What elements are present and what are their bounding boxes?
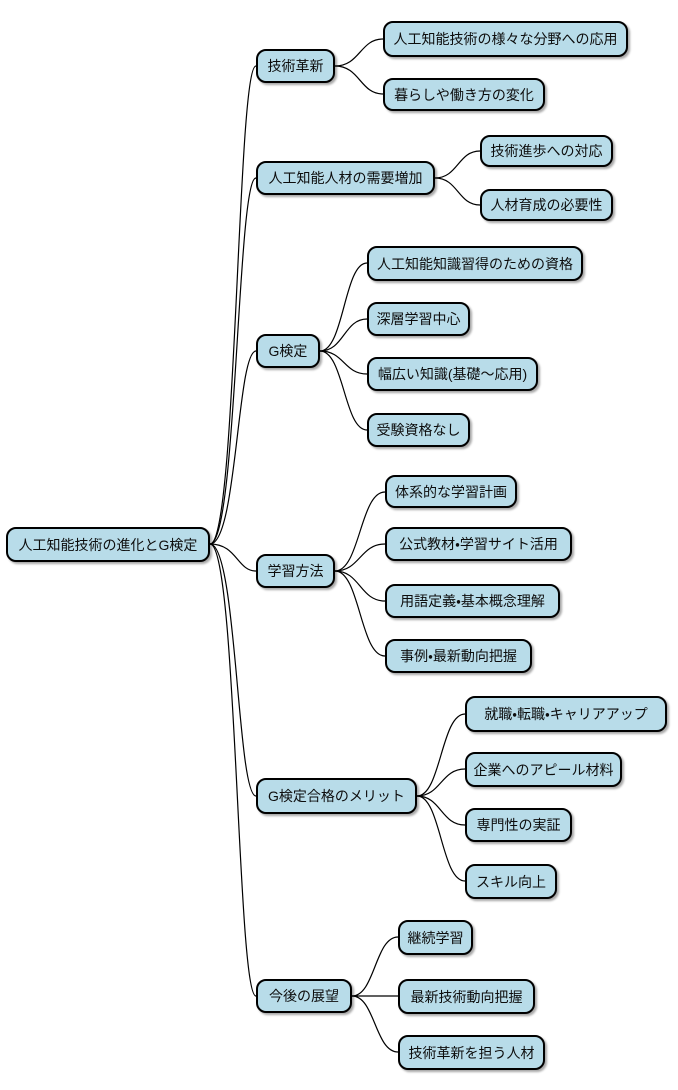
branch-ai-talent-demand[interactable]: 人工知能人材の需要増加 bbox=[256, 161, 435, 195]
branch-study-methods[interactable]: 学習方法 bbox=[256, 554, 335, 588]
connector-root-to-branch-future-outlook bbox=[209, 543, 257, 997]
connector-branch5-leaf3 bbox=[416, 795, 466, 826]
connector-root-to-branch-ai-talent-demand bbox=[209, 177, 257, 545]
connector-root-to-branch-study-methods bbox=[209, 543, 257, 572]
connector-branch4-leaf1 bbox=[334, 491, 386, 572]
connector-branch3-leaf3 bbox=[319, 350, 368, 375]
connector-root-to-branch-tech-innovation bbox=[209, 65, 257, 545]
leaf-career-advancement[interactable]: 就職・転職・キャリアアップ bbox=[465, 696, 667, 732]
leaf-lifestyle-work-changes[interactable]: 暮らしや働き方の変化 bbox=[383, 78, 545, 111]
leaf-ai-applications[interactable]: 人工知能技術の様々な分野への応用 bbox=[383, 21, 628, 57]
connector-branch5-leaf4 bbox=[416, 795, 466, 882]
leaf-skill-improvement[interactable]: スキル向上 bbox=[465, 864, 557, 899]
connector-branch6-leaf1 bbox=[351, 936, 399, 997]
connector-branch3-leaf4 bbox=[319, 350, 368, 431]
leaf-talent-development-need[interactable]: 人材育成の必要性 bbox=[480, 189, 613, 221]
branch-g-test-merits[interactable]: G検定合格のメリット bbox=[256, 778, 417, 814]
leaf-latest-tech-trends[interactable]: 最新技術動向把握 bbox=[398, 979, 535, 1014]
connector-branch5-leaf1 bbox=[416, 713, 466, 797]
connector-root-to-branch-g-test-merits bbox=[209, 543, 257, 797]
connector-branch1-leaf1 bbox=[334, 38, 384, 67]
leaf-systematic-study-plan[interactable]: 体系的な学習計画 bbox=[385, 475, 517, 508]
branch-g-test[interactable]: G検定 bbox=[256, 334, 320, 368]
connector-branch4-leaf3 bbox=[334, 570, 386, 602]
leaf-broad-knowledge[interactable]: 幅広い知識(基礎〜応用) bbox=[367, 357, 538, 391]
connector-branch3-leaf1 bbox=[319, 262, 368, 352]
connector-branch4-leaf4 bbox=[334, 570, 386, 657]
leaf-tech-progress-response[interactable]: 技術進歩への対応 bbox=[480, 135, 613, 167]
connector-branch5-leaf2 bbox=[416, 768, 466, 797]
leaf-case-trends[interactable]: 事例・最新動向把握 bbox=[385, 639, 532, 673]
leaf-company-appeal[interactable]: 企業へのアピール材料 bbox=[465, 752, 622, 787]
leaf-innovation-talent[interactable]: 技術革新を担う人材 bbox=[398, 1035, 545, 1070]
leaf-ai-knowledge-certification[interactable]: 人工知能知識習得のための資格 bbox=[367, 246, 583, 281]
leaf-expertise-proof[interactable]: 専門性の実証 bbox=[465, 808, 572, 842]
connector-root-to-branch-g-test bbox=[209, 350, 257, 545]
connector-branch4-leaf2 bbox=[334, 543, 386, 572]
root-node[interactable]: 人工知能技術の進化とG検定 bbox=[6, 527, 210, 562]
leaf-continuous-learning[interactable]: 継続学習 bbox=[398, 920, 473, 955]
connector-branch1-leaf2 bbox=[334, 65, 384, 95]
branch-tech-innovation[interactable]: 技術革新 bbox=[256, 49, 335, 83]
leaf-official-materials[interactable]: 公式教材・学習サイト活用 bbox=[385, 527, 572, 561]
connector-branch6-leaf3 bbox=[351, 995, 399, 1053]
connector-branch2-leaf1 bbox=[434, 150, 481, 179]
connector-branch3-leaf2 bbox=[319, 318, 368, 352]
leaf-deep-learning-focus[interactable]: 深層学習中心 bbox=[367, 302, 470, 336]
connector-branch2-leaf2 bbox=[434, 177, 481, 206]
leaf-no-exam-requirements[interactable]: 受験資格なし bbox=[367, 413, 470, 447]
branch-future-outlook[interactable]: 今後の展望 bbox=[256, 979, 352, 1013]
leaf-terminology-concepts[interactable]: 用語定義・基本概念理解 bbox=[385, 584, 560, 618]
